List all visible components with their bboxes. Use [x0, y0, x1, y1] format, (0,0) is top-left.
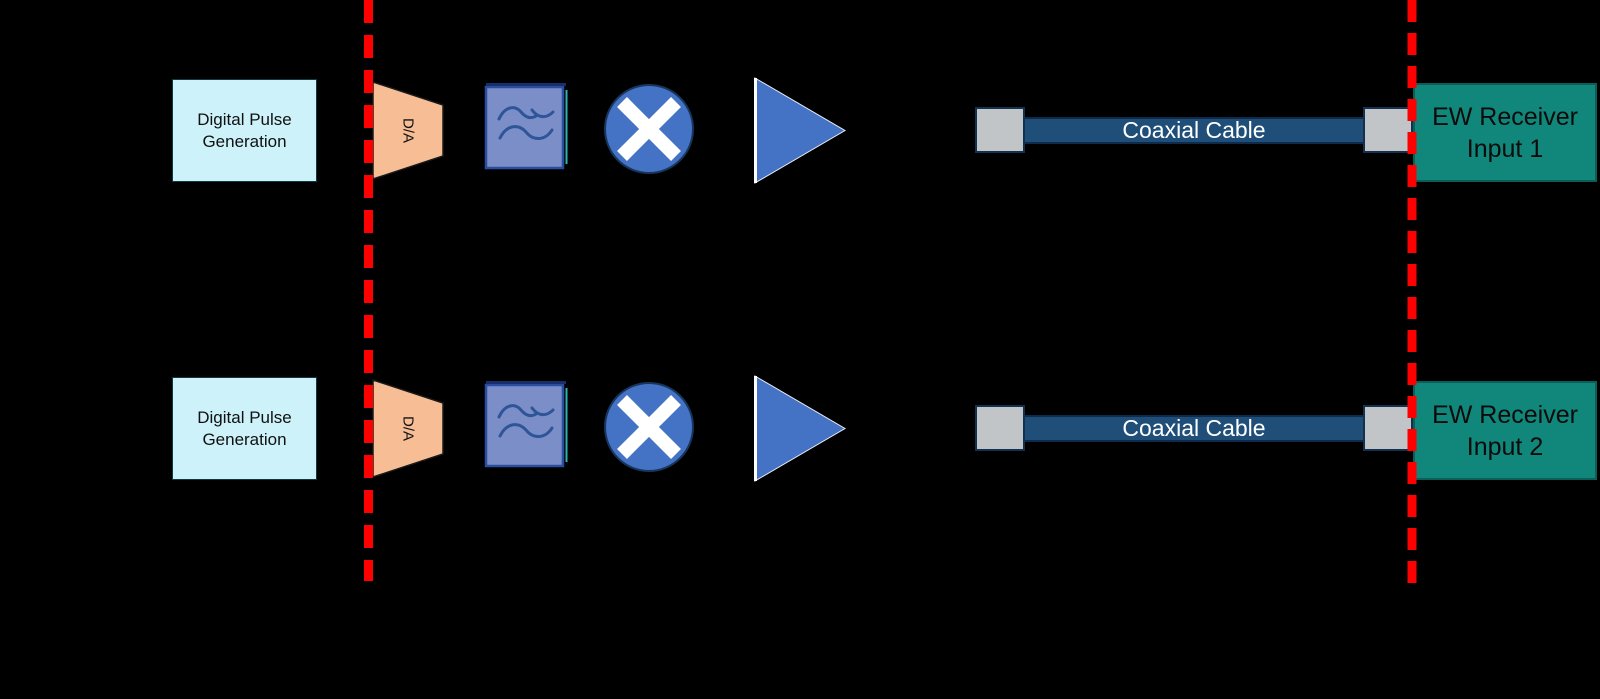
digital-pulse-generation-box: Digital Pulse Generation	[172, 377, 317, 480]
receiver-label-line2: Input 2	[1466, 432, 1544, 461]
receiver-label-line1: EW Receiver	[1432, 400, 1578, 429]
receiver-label-line1: EW Receiver	[1432, 102, 1578, 131]
receiver-label-line2: Input 1	[1466, 134, 1544, 163]
coax-connector-right	[1363, 405, 1413, 451]
digital-pulse-generation-box: Digital Pulse Generation	[172, 79, 317, 182]
filter-box	[484, 381, 568, 468]
dac-label: D/A	[399, 117, 417, 143]
coax-cable-bar: Coaxial Cable	[1025, 117, 1363, 144]
coax-cable-label: Coaxial Cable	[1122, 117, 1266, 143]
amplifier-triangle-icon	[754, 77, 846, 184]
amplifier-triangle-icon	[754, 375, 846, 482]
coax-connector-right	[1363, 107, 1413, 153]
bandpass-filter-wave-icon	[497, 404, 555, 438]
coax-cable-bar: Coaxial Cable	[1025, 415, 1363, 442]
ew-receiver-box: EW Receiver Input 1	[1413, 83, 1597, 182]
coax-cable-label: Coaxial Cable	[1122, 415, 1266, 441]
filter-box	[484, 83, 568, 170]
dac-label: D/A	[399, 415, 417, 441]
mixer-cross-icon	[604, 382, 694, 472]
dac-trapezoid	[372, 80, 444, 181]
coax-connector-left	[975, 405, 1025, 451]
generator-label: Digital Pulse Generation	[197, 407, 292, 449]
ew-receiver-box: EW Receiver Input 2	[1413, 381, 1597, 480]
generator-label: Digital Pulse Generation	[197, 109, 292, 151]
dac-trapezoid	[372, 378, 444, 479]
bandpass-filter-wave-icon	[497, 106, 555, 140]
coax-connector-left	[975, 107, 1025, 153]
mixer-cross-icon	[604, 84, 694, 174]
